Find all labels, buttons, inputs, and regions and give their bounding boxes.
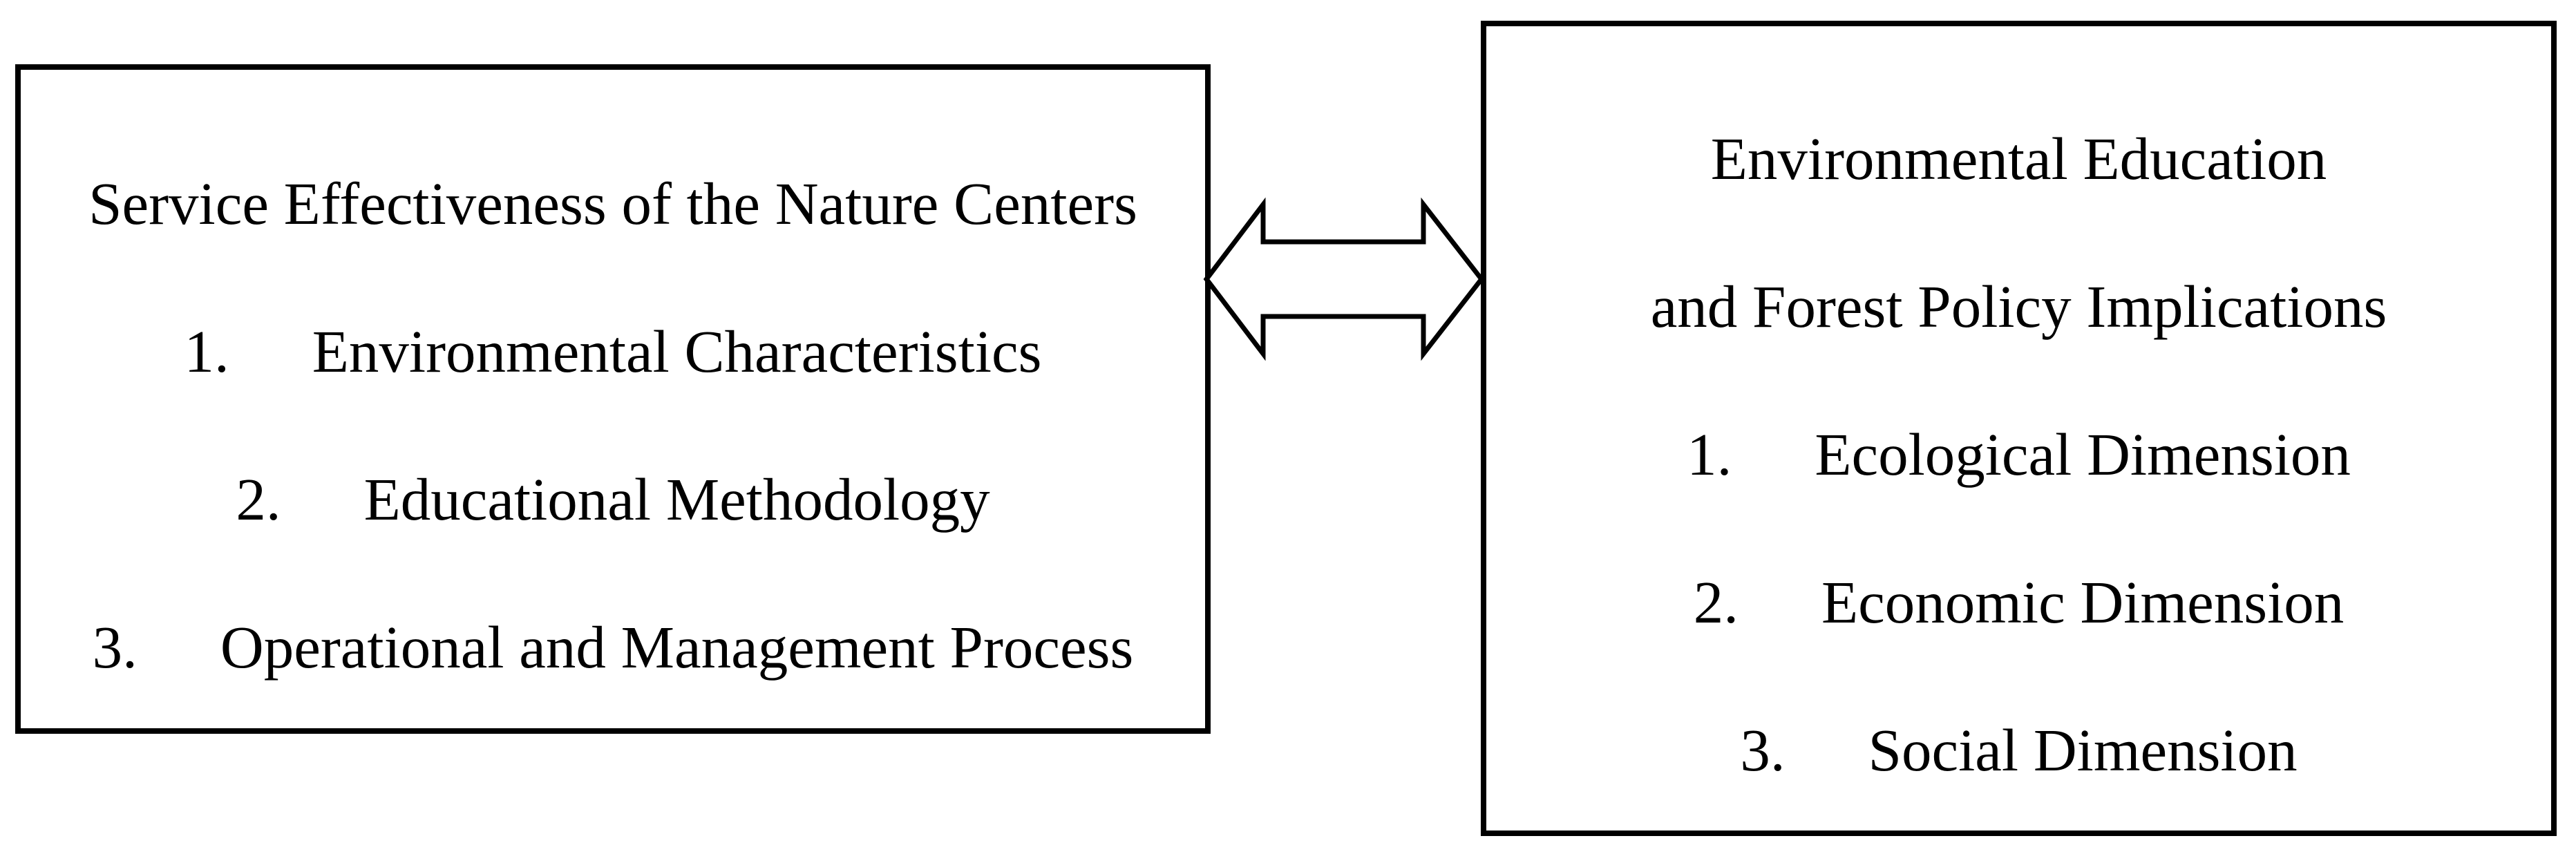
left-list-item-3: 3. Operational and Management Process — [21, 573, 1205, 721]
left-list-item-1: 1. Environmental Characteristics — [21, 277, 1205, 425]
item-number: 1. — [1687, 420, 1732, 488]
right-box-title-line-2: and Forest Policy Implications — [1650, 272, 2387, 340]
right-list-item-1: 1. Ecological Dimension — [1486, 380, 2551, 528]
item-label: Social Dimension — [1868, 716, 2298, 784]
item-label: Educational Methodology — [363, 465, 990, 533]
item-number: 2. — [1693, 568, 1739, 636]
item-number: 1. — [184, 317, 229, 385]
item-label: Ecological Dimension — [1815, 420, 2351, 488]
item-number: 3. — [92, 613, 138, 681]
right-box: Environmental Education and Forest Polic… — [1481, 21, 2557, 836]
right-list-item-3: 3. Social Dimension — [1486, 676, 2551, 824]
left-box-title: Service Effectiveness of the Nature Cent… — [88, 169, 1137, 237]
double-arrow-icon — [1203, 197, 1485, 361]
item-number: 3. — [1740, 716, 1786, 784]
item-label: Economic Dimension — [1821, 568, 2345, 636]
item-label: Operational and Management Process — [220, 613, 1134, 681]
item-number: 2. — [236, 465, 281, 533]
item-label: Environmental Characteristics — [312, 317, 1042, 385]
right-box-title-line-1: Environmental Education — [1710, 124, 2327, 192]
left-box: Service Effectiveness of the Nature Cent… — [15, 64, 1211, 734]
left-list-item-2: 2. Educational Methodology — [21, 425, 1205, 573]
right-list-item-2: 2. Economic Dimension — [1486, 528, 2551, 676]
